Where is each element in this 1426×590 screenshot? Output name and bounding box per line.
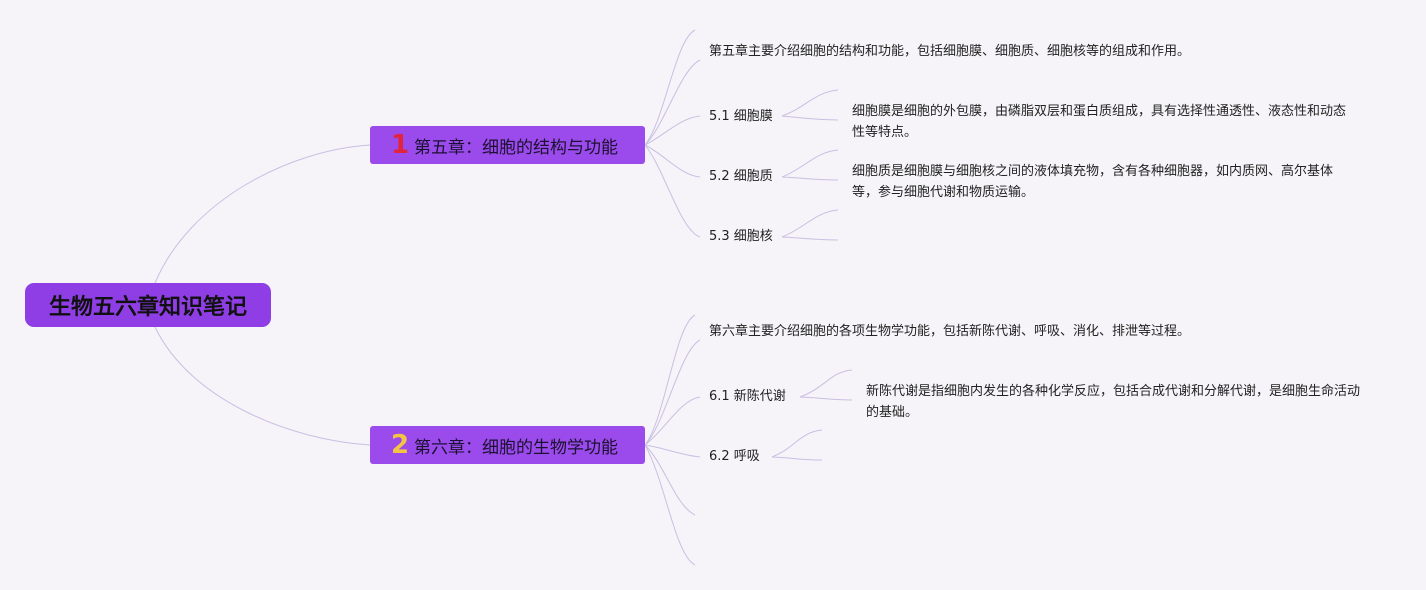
section-node-5-2[interactable]: 5.2 细胞质 [709, 169, 773, 184]
root-title: 生物五六章知识笔记 [48, 295, 247, 320]
section-detail[interactable]: 新陈代谢是指细胞内发生的各种化学反应，包括合成代谢和分解代谢，是细胞生命活动的基… [866, 384, 1361, 420]
connector-s51-b [781, 115, 839, 121]
connector-s52-a [781, 149, 839, 178]
section-detail[interactable]: 细胞膜是细胞的外包膜，由磷脂双层和蛋白质组成，具有选择性通透性、液态性和动态性等… [852, 104, 1347, 140]
connector-ch2-summary [644, 339, 701, 446]
section-detail[interactable]: 细胞质是细胞膜与细胞核之间的液体填充物，含有各种细胞器，如内质网、高尔基体等，参… [852, 164, 1334, 200]
connector-ch2-s2 [644, 444, 701, 458]
connector-ch2-top [644, 314, 696, 446]
connector-s53-a [781, 209, 839, 238]
connector-ch2-b2 [644, 444, 696, 566]
connector-ch1-s2 [644, 144, 701, 178]
chapter-node-5[interactable]: 1 第五章：细胞的结构与功能 [370, 126, 645, 164]
chapter-title: 第五章：细胞的结构与功能 [414, 137, 618, 158]
connector-ch1-s1 [644, 115, 701, 146]
connector-s62-a [771, 429, 823, 458]
connector-ch1-top [644, 29, 696, 146]
connector-s53-b [781, 236, 839, 241]
section-node-6-2[interactable]: 6.2 呼吸 [709, 449, 760, 464]
chapter-title: 第六章：细胞的生物学功能 [414, 437, 618, 458]
connector-s61-b [799, 396, 853, 401]
chapter-summary[interactable]: 第五章主要介绍细胞的结构和功能，包括细胞膜、细胞质、细胞核等的组成和作用。 [709, 44, 1191, 59]
connector-s62-b [771, 456, 823, 461]
chapter-node-6[interactable]: 2 第六章：细胞的生物学功能 [370, 426, 645, 464]
number-1-icon: 1 [390, 130, 410, 160]
connector-ch1-summary [644, 59, 701, 146]
connector-ch1-s3 [644, 144, 701, 238]
connector-s61-a [799, 369, 853, 398]
connector-ch2-b1 [644, 444, 696, 516]
connector-ch2-s1 [644, 396, 701, 446]
connector-s51-a [781, 89, 839, 117]
connector-root-ch1 [154, 144, 371, 284]
connector-root-ch2 [154, 326, 371, 446]
number-2-icon: 2 [390, 430, 410, 460]
section-node-5-3[interactable]: 5.3 细胞核 [709, 229, 773, 244]
chapter-summary[interactable]: 第六章主要介绍细胞的各项生物学功能，包括新陈代谢、呼吸、消化、排泄等过程。 [709, 324, 1191, 339]
connector-s52-b [781, 176, 839, 181]
section-node-5-1[interactable]: 5.1 细胞膜 [709, 109, 773, 124]
root-node[interactable]: 生物五六章知识笔记 [25, 283, 271, 327]
section-node-6-1[interactable]: 6.1 新陈代谢 [709, 389, 786, 404]
